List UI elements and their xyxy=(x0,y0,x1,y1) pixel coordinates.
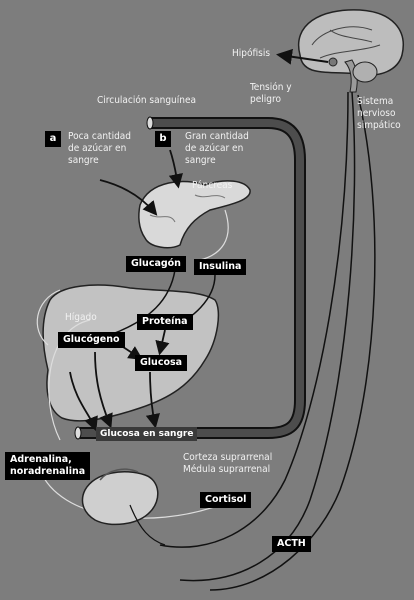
tag-a: a xyxy=(45,131,61,147)
acth-box: ACTH xyxy=(272,536,311,552)
circulacion-label: Circulación sanguínea xyxy=(97,95,197,106)
adrenalina-box: Adrenalina, noradrenalina xyxy=(5,452,91,480)
sistema-nervioso-label: Sistema nervioso simpático xyxy=(357,96,401,131)
glucosa-en-sangre-label: Glucosa en sangre xyxy=(96,427,198,441)
proteina-box: Proteína xyxy=(137,314,193,330)
glucagon-box: Glucagón xyxy=(126,256,186,272)
hipofisis-label: Hipófisis xyxy=(232,48,271,59)
glucogeno-box: Glucógeno xyxy=(58,332,125,348)
gran-azucar-label: Gran cantidad de azúcar en sangre xyxy=(185,131,249,166)
glucosa-box: Glucosa xyxy=(135,355,188,371)
tag-b: b xyxy=(155,131,171,147)
cortisol-box: Cortisol xyxy=(200,492,252,508)
tension-label: Tensión y peligro xyxy=(250,82,292,105)
pancreas-label: Páncreas xyxy=(192,180,233,191)
corteza-medula-label: Corteza suprarrenal Médula suprarrenal xyxy=(183,452,273,475)
higado-label: Hígado xyxy=(65,312,97,323)
poca-azucar-label: Poca cantidad de azúcar en sangre xyxy=(68,131,132,166)
insulina-box: Insulina xyxy=(194,259,247,275)
brain-illustration xyxy=(297,9,404,93)
